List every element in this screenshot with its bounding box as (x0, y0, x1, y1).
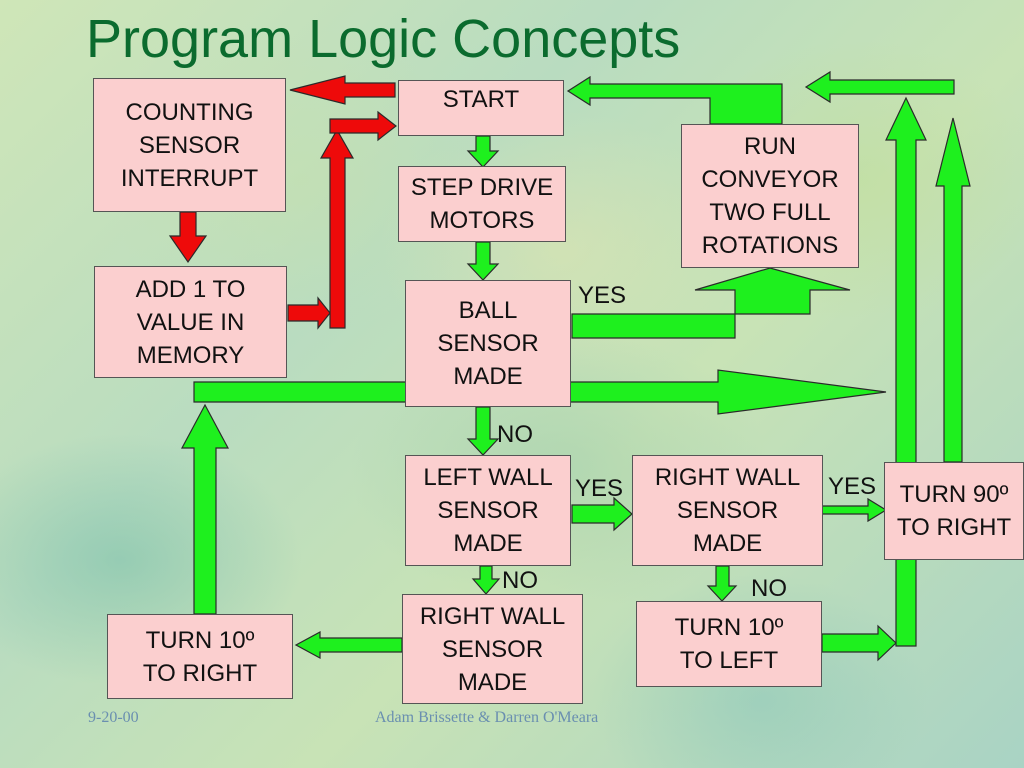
arrow-rightwall-no (706, 565, 738, 602)
arrow-leftwall-no (471, 565, 501, 595)
label-ball-yes: YES (578, 282, 627, 309)
arrow-ball-no (466, 406, 500, 456)
arrow-riser-to-start (329, 110, 397, 142)
box-right-wall-sensor-made-2: RIGHT WALL SENSOR MADE (402, 594, 583, 704)
box-ball-sensor-made: BALL SENSOR MADE (405, 280, 571, 407)
label-left-wall-no: NO (502, 567, 538, 594)
label-ball-no: NO (497, 421, 533, 448)
box-turn-10-left: TURN 10º TO LEFT (636, 601, 822, 687)
label-right-wall-no: NO (751, 575, 787, 602)
box-turn-10-right: TURN 10º TO RIGHT (107, 614, 293, 699)
box-run-conveyor: RUN CONVEYOR TWO FULL ROTATIONS (681, 124, 859, 268)
arrow-step-to-ball (466, 241, 500, 281)
arrow-ball-yes-to-conveyor (571, 267, 851, 339)
label-right-wall-yes: YES (828, 473, 877, 500)
arrow-right2-to-turn10 (294, 630, 403, 660)
arrow-rightwall-yes (821, 497, 888, 523)
arrow-right-up-to-top (885, 96, 927, 647)
arrow-conveyor-to-start (566, 75, 783, 125)
arrow-leftwall-yes (571, 496, 633, 532)
arrow-riser-up (319, 128, 355, 329)
box-right-wall-sensor-made-1: RIGHT WALL SENSOR MADE (632, 455, 823, 566)
arrow-top-to-start (804, 70, 955, 104)
arrow-turn90-up (935, 117, 971, 463)
footer-date: 9-20-00 (88, 709, 139, 726)
box-step-drive-motors: STEP DRIVE MOTORS (398, 166, 566, 242)
box-add-one-to-memory: ADD 1 TO VALUE IN MEMORY (94, 266, 287, 378)
arrow-start-to-counting (289, 75, 396, 105)
box-turn-90-right: TURN 90º TO RIGHT (884, 462, 1024, 560)
arrow-turn10right-up (180, 403, 230, 615)
box-counting-sensor-interrupt: COUNTING SENSOR INTERRUPT (93, 78, 286, 212)
slide-title: Program Logic Concepts (86, 9, 681, 69)
box-start: START (398, 80, 564, 136)
box-left-wall-sensor-made: LEFT WALL SENSOR MADE (405, 455, 571, 566)
label-left-wall-yes: YES (575, 475, 624, 502)
arrow-counting-to-add (168, 211, 208, 264)
footer-authors: Adam Brissette & Darren O'Meara (375, 709, 599, 726)
arrow-start-to-step (466, 135, 500, 168)
arrow-add-to-riser (287, 296, 331, 330)
arrow-turn10left-right (821, 624, 897, 662)
